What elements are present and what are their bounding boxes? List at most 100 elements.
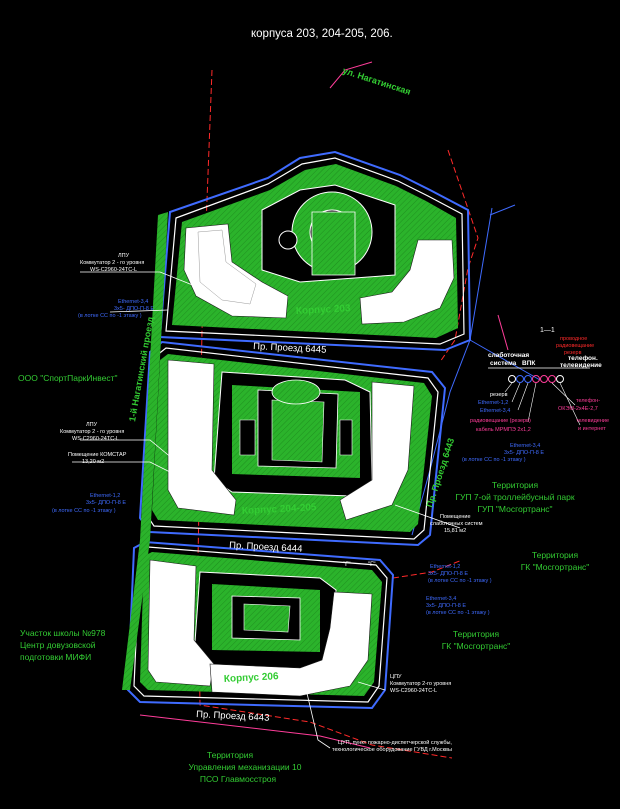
building-203-label: Корпус 203 (296, 303, 352, 317)
building-204-205-label: Корпус 204-205 (242, 502, 318, 517)
territory-gk-1-line1: Территория (532, 550, 579, 560)
legend-radio-l2: кабель МРМПЭ 2х1,2 (476, 427, 531, 433)
legend-leaders (504, 382, 581, 426)
site-boundaries (197, 69, 479, 759)
street-proezd-6443-bottom: Пр. Проезд 6443 (196, 709, 270, 724)
legend-conduits (508, 375, 564, 383)
annotation-204-lpu: ЛПУ Коммутатор 2 - го уровня WS-C2960-24… (60, 422, 124, 442)
annotation-204-komstar-l1: Помещение КОМСТАР (68, 452, 127, 458)
annotation-203-lpu-l3: WS-C2960-24TC-L (90, 267, 137, 273)
annotation-204-weak-room-l3: 15,81 м2 (444, 528, 466, 534)
annotation-206-eth-12: Ethernet-1,2 3х5- ДПО-П-8 Е (в лотке СС … (428, 564, 492, 584)
territory-school: Участок школы №978 Центр довузовской под… (20, 628, 106, 662)
legend-phone-l2: ОКЭМ-2х4Е-2,7 (558, 406, 598, 412)
street-proezd-6444: Пр. Проезд 6444 (229, 540, 303, 555)
annotation-204-komstar: Помещение КОМСТАР 13,20 м2 (68, 452, 127, 465)
annotation-203-eth: Ethernet-3,4 3х5- ДПО-П-8 Е (в лотке СС … (78, 299, 154, 319)
annotation-204-weak-room-l1: Помещение (440, 514, 471, 520)
gate-left-label: "Г" (343, 562, 351, 568)
leader-lines (72, 271, 461, 749)
annotation-203-eth-l1: Ethernet-3,4 (118, 299, 148, 305)
building-206-label: Корпус 206 (224, 671, 280, 685)
annotation-206-cpu: ЦПУ Коммутатор 2-го уровня WS-C2960-24TC… (390, 674, 451, 694)
territory-umech: Территория Управления механизации 10 ПСО… (188, 750, 301, 784)
block-206 (126, 540, 395, 710)
annotation-203-lpu-l1: ЛПУ (118, 253, 130, 259)
territory-umech-line2: Управления механизации 10 (188, 762, 301, 772)
legend-phone-l1: телефон- (576, 398, 600, 404)
legend-eth12: Ethernet-1,2 (478, 400, 508, 406)
territory-umech-line1: Территория (207, 750, 254, 760)
annotation-204-eth-left-l2: 3х5- ДПО-П-8 Е (86, 500, 126, 506)
annotation-206-eth-12-l1: Ethernet-1,2 (430, 564, 460, 570)
annotation-204-eth-right: Ethernet-3,4 3х5- ДПО-П-8 Е (в лотке СС … (462, 443, 544, 463)
legend-telephone: телефон. телевидение (560, 355, 602, 369)
legend-weak-l2: система (490, 360, 517, 367)
annotation-206-eth-34-l3: (в лотке СС по -1 этажу ) (426, 610, 490, 616)
annotation-204-weak-room-l2: слаботочных систем (430, 521, 483, 527)
annotation-206-cpu-l3: WS-C2960-24TC-L (390, 688, 437, 694)
territory-school-line3: подготовки МИФИ (20, 652, 91, 662)
section-legend: 1—1 слаботочная система ВПК телефон. тел… (470, 327, 609, 433)
street-nagatinskaya: ул. Нагатинская (341, 65, 412, 96)
territory-gup-line1: Территория (492, 480, 539, 490)
block-204-205 (138, 340, 447, 547)
west-lawn (122, 212, 168, 690)
annotation-206-eth-34-l1: Ethernet-3,4 (426, 596, 456, 602)
annotation-206-cpu-l2: Коммутатор 2-го уровня (390, 681, 451, 687)
annotation-204-eth-right-l2: 3х5- ДПО-П-8 Е (504, 450, 544, 456)
legend-radio-red-l2: радиовещание (556, 343, 594, 349)
header-title: корпуса 203, 204-205, 206. (251, 28, 393, 40)
annotation-203-eth-l3: (в лотке СС по -1 этажу ) (78, 313, 142, 319)
gate-right-label: "Г" (368, 562, 376, 568)
territory-school-line2: Центр довузовской (20, 640, 96, 650)
legend-radio-red-l3: резерв (564, 350, 582, 356)
annotation-206-eth-34: Ethernet-3,4 3х5- ДПО-П-8 Е (в лотке СС … (426, 596, 490, 616)
legend-telephone-l2: телевидение (560, 362, 602, 369)
territory-gk-2-line1: Территория (453, 629, 500, 639)
legend-radio-red-l1: проводное (560, 336, 587, 342)
property-lines (139, 61, 509, 749)
annotation-206-cpu-l1: ЦПУ (390, 674, 402, 680)
territory-gk-1-line2: ГК "Мосгортранс" (521, 562, 590, 572)
territory-gk-2-line2: ГК "Мосгортранс" (442, 641, 511, 651)
annotation-206-control-l2: технологическое оборудование ГУВД г.Моск… (332, 747, 452, 753)
annotation-204-eth-left-l1: Ethernet-1,2 (90, 493, 120, 499)
legend-radio-red: проводное радиовещание резерв (556, 336, 594, 356)
cable-routes (411, 204, 541, 536)
legend-rezerv: резерв (490, 392, 508, 398)
legend-tv-l1: телевидение (576, 418, 609, 424)
annotation-203-eth-l2: 3х5- ДПО-П-8 Е (114, 306, 154, 312)
territory-gk-2: Территория ГК "Мосгортранс" (442, 629, 511, 651)
annotation-203-lpu-l2: Коммутатор 2 - го уровня (80, 260, 144, 266)
legend-weak: слаботочная система ВПК (488, 351, 535, 367)
block-203 (158, 150, 472, 352)
annotation-204-komstar-l2: 13,20 м2 (82, 459, 104, 465)
annotation-204-lpu-l2: Коммутатор 2 - го уровня (60, 429, 124, 435)
territory-sportparkinvest: ООО "СпортПаркИнвест" (18, 373, 118, 383)
annotation-204-eth-left: Ethernet-1,2 3х5- ДПО-П-8 Е (в лотке СС … (52, 493, 126, 514)
legend-tv: телевидение и интернет (576, 418, 609, 432)
annotation-206-control-l1: ЦУП, пункт пожарно-диспетчерской службы, (338, 739, 452, 746)
annotation-206-control: ЦУП, пункт пожарно-диспетчерской службы,… (332, 739, 452, 753)
annotation-204-lpu-l3: WS-C2960-24TC-L (72, 436, 119, 442)
legend-weak-l1: слаботочная (488, 351, 529, 359)
annotation-206-eth-12-l3: (в лотке СС по -1 этажу ) (428, 578, 492, 584)
legend-tv-l2: и интернет (578, 426, 606, 432)
legend-radio-l1: радиовещание (резерв) (470, 418, 531, 424)
territory-gk-1: Территория ГК "Мосгортранс" (521, 550, 590, 572)
territory-school-line1: Участок школы №978 (20, 628, 106, 638)
annotation-203-lpu: ЛПУ Коммутатор 2 - го уровня WS-C2960-24… (80, 253, 144, 273)
annotation-204-lpu-l1: ЛПУ (86, 422, 98, 428)
street-proezd-6445: Пр. Проезд 6445 (253, 341, 327, 356)
annotation-206-eth-12-l2: 3х5- ДПО-П-8 Е (428, 571, 468, 577)
legend-phone: телефон- ОКЭМ-2х4Е-2,7 (558, 398, 600, 412)
territory-gup-line2: ГУП 7-ой троллейбусный парк (455, 492, 574, 502)
annotation-204-eth-right-l1: Ethernet-3,4 (510, 443, 540, 449)
legend-section-title: 1—1 (540, 327, 555, 334)
annotation-204-weak-room: Помещение слаботочных систем 15,81 м2 (430, 514, 483, 534)
annotation-204-eth-right-l3: (в лотке СС по -1 этажу ) (462, 457, 526, 463)
annotation-206-eth-34-l2: 3х5- ДПО-П-8 Е (426, 603, 466, 609)
legend-telephone-l1: телефон. (568, 355, 598, 362)
